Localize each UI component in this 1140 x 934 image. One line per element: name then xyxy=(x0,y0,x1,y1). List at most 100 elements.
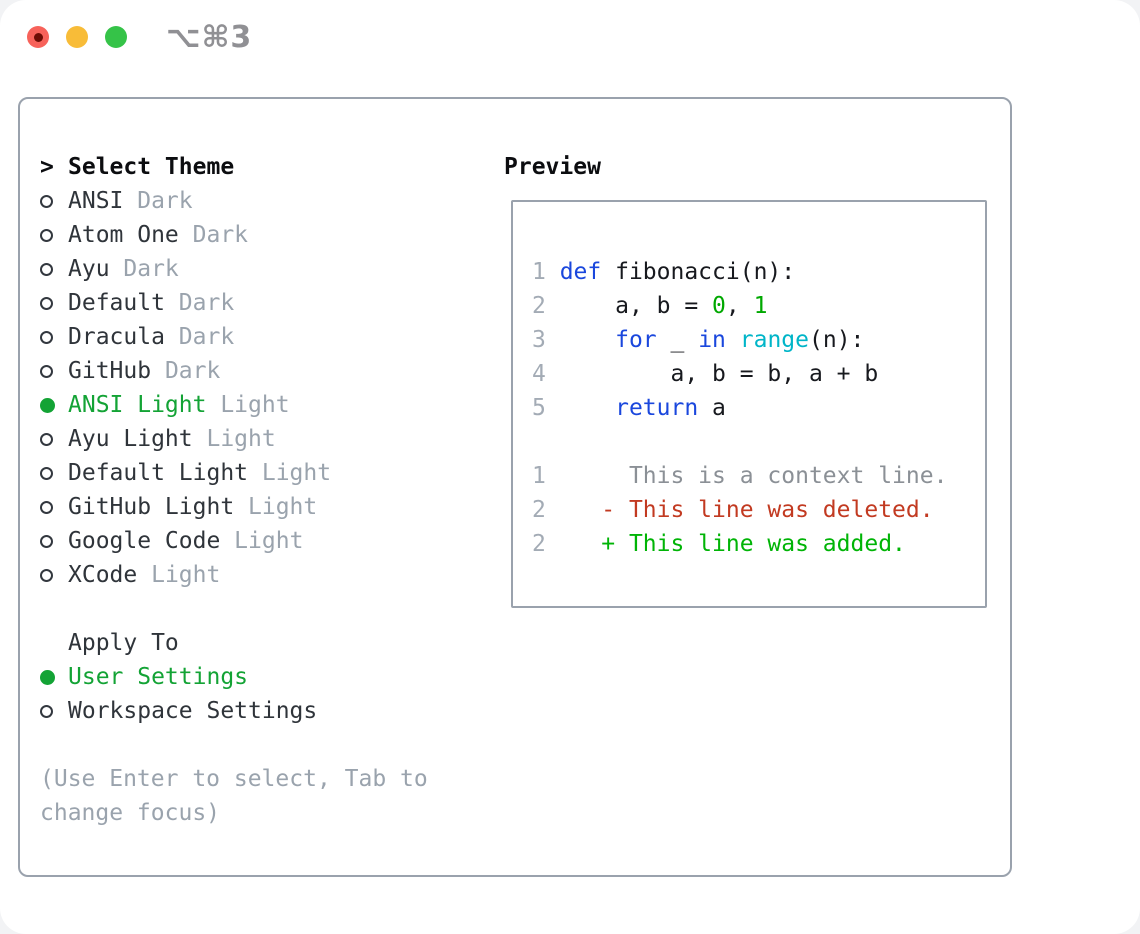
radio-icon xyxy=(40,500,53,514)
option-label: Dracula xyxy=(68,324,165,350)
code-token-kw: return xyxy=(615,395,699,421)
radio-selected-icon xyxy=(40,669,55,685)
option-dracula[interactable]: Dracula Dark xyxy=(40,320,500,354)
option-ayu[interactable]: Ayu Dark xyxy=(40,252,500,286)
theme-variant-label: Dark xyxy=(151,358,221,384)
code-line: 2 - This line was deleted. xyxy=(532,493,985,527)
code-token-ln: 2 xyxy=(532,531,546,557)
code-line xyxy=(532,221,985,255)
radio-icon xyxy=(40,194,53,208)
option-indent xyxy=(40,296,68,310)
code-token-kw: for xyxy=(615,327,657,353)
option-google-code[interactable]: Google Code Light xyxy=(40,524,500,558)
option-label: XCode xyxy=(68,562,138,588)
radio-icon xyxy=(40,330,53,344)
option-github[interactable]: GitHub Dark xyxy=(40,354,500,388)
code-token-ln: 5 xyxy=(532,395,560,421)
code-token-ln: 2 xyxy=(532,293,560,319)
option-indent xyxy=(40,194,68,208)
spacer xyxy=(40,728,500,762)
option-label: Google Code xyxy=(68,528,221,554)
section-title-apply-to: Apply To xyxy=(68,630,179,656)
section-title-preview: Preview xyxy=(504,154,601,180)
option-ayu-light[interactable]: Ayu Light Light xyxy=(40,422,500,456)
hint-line: (Use Enter to select, Tab to xyxy=(40,766,428,792)
code-token-plain xyxy=(560,395,615,421)
code-token-plain xyxy=(560,327,615,353)
code-line: 1 def fibonacci(n): xyxy=(532,255,985,289)
apply-to-header: Apply To xyxy=(40,626,500,660)
option-ansi[interactable]: ANSI Dark xyxy=(40,184,500,218)
code-token-num: 1 xyxy=(753,293,768,319)
option-indent xyxy=(40,262,68,276)
radio-icon xyxy=(40,704,53,718)
option-ansi-light[interactable]: ANSI Light Light xyxy=(40,388,500,422)
code-token-ln: 1 xyxy=(532,463,546,489)
code-line xyxy=(532,425,985,459)
theme-variant-label: Dark xyxy=(123,188,193,214)
option-label: Ayu xyxy=(68,256,110,282)
code-line: 5 return a xyxy=(532,391,985,425)
code-token-plain xyxy=(726,327,740,353)
option-label: ANSI Light xyxy=(68,392,207,418)
theme-variant-label: Light xyxy=(248,460,332,486)
theme-variant-label: Dark xyxy=(109,256,179,282)
radio-selected-icon xyxy=(40,397,55,413)
code-token-plain: fibonacci(n): xyxy=(601,259,796,285)
radio-icon xyxy=(40,568,53,582)
radio-icon xyxy=(40,534,53,548)
code-token-ctx: This is a context line. xyxy=(545,463,948,489)
theme-variant-label: Dark xyxy=(178,222,249,248)
code-line: 2 a, b = 0, 1 xyxy=(532,289,985,323)
code-line: 1 This is a context line. xyxy=(532,459,985,493)
option-indent xyxy=(40,364,68,378)
radio-icon xyxy=(40,466,53,480)
option-label: GitHub Light xyxy=(68,494,235,520)
code-token-plain: _ xyxy=(656,327,699,353)
option-indent xyxy=(40,704,68,718)
close-button[interactable] xyxy=(27,26,49,48)
option-default-light[interactable]: Default Light Light xyxy=(40,456,500,490)
option-indent xyxy=(40,432,68,446)
option-default[interactable]: Default Dark xyxy=(40,286,500,320)
zoom-button[interactable] xyxy=(105,26,127,48)
close-dot-icon xyxy=(33,32,43,42)
option-user-settings[interactable]: User Settings xyxy=(40,660,500,694)
titlebar: ⌥⌘3 xyxy=(0,0,1140,74)
theme-variant-label: Light xyxy=(192,426,276,452)
code-token-num: 0 xyxy=(712,293,726,319)
window-shortcut-label: ⌥⌘3 xyxy=(166,20,253,55)
code-token-plain: (n): xyxy=(809,327,865,353)
code-token-del: - This line was deleted. xyxy=(545,497,934,523)
option-atom-one[interactable]: Atom One Dark xyxy=(40,218,500,252)
code-line: 3 for _ in range(n): xyxy=(532,323,985,357)
code-token-plain: , xyxy=(725,293,754,319)
option-label: ANSI xyxy=(68,188,124,214)
radio-icon xyxy=(40,364,53,378)
option-workspace-settings[interactable]: Workspace Settings xyxy=(40,694,500,728)
code-token-ln: 4 xyxy=(532,361,560,387)
option-label: Atom One xyxy=(68,222,179,248)
radio-icon xyxy=(40,262,53,276)
radio-icon xyxy=(40,228,53,242)
option-xcode[interactable]: XCode Light xyxy=(40,558,500,592)
focus-caret-icon: > xyxy=(40,154,54,180)
code-line: 4 a, b = b, a + b xyxy=(532,357,985,391)
code-token-add: + This line was added. xyxy=(545,531,906,557)
code-token-fn: range xyxy=(739,327,809,353)
option-label: Default xyxy=(68,290,165,316)
option-label: Ayu Light xyxy=(68,426,193,452)
minimize-button[interactable] xyxy=(66,26,88,48)
option-indent xyxy=(40,228,68,242)
theme-variant-label: Light xyxy=(234,494,318,520)
option-indent xyxy=(40,568,68,582)
code-token-kw: in xyxy=(698,327,726,353)
option-github-light[interactable]: GitHub Light Light xyxy=(40,490,500,524)
option-label: Workspace Settings xyxy=(68,698,318,724)
